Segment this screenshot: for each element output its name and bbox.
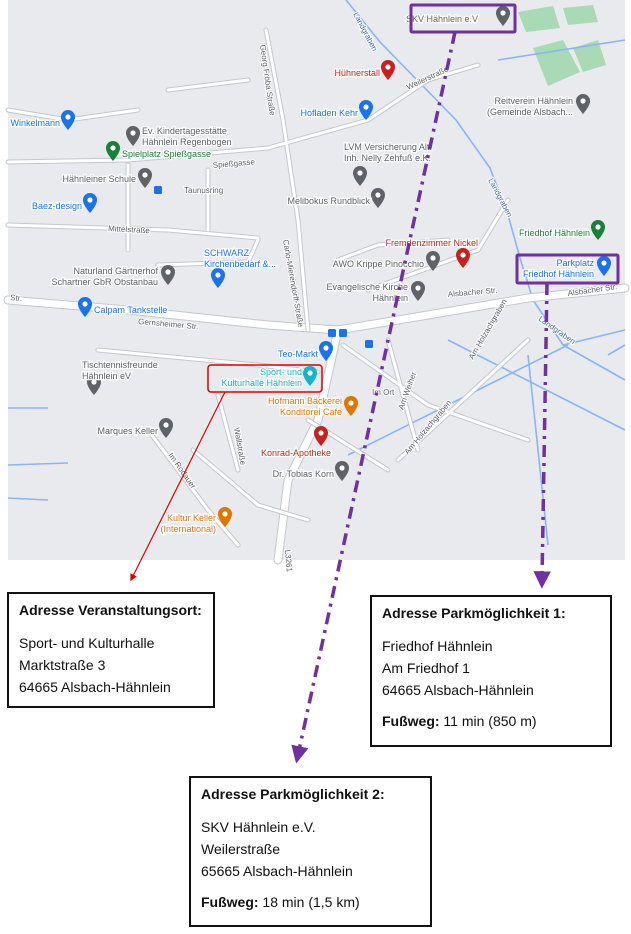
place-label: Calpam Tankstelle: [94, 305, 167, 315]
place-label: Hähnlein Regenbogen: [142, 137, 232, 147]
parking-icon: [597, 256, 611, 276]
location-pin-icon: [496, 6, 510, 26]
place-label: Baez-design: [32, 201, 82, 211]
place-label: Naturland Gärtnerhof: [73, 266, 158, 276]
parking2-address-box: Adresse Parkmöglichkeit 2: SKV Hähnlein …: [189, 776, 432, 927]
school-icon: [138, 168, 152, 188]
street-label-taunusring: Taunusring: [184, 186, 223, 195]
place-label: Dr. Tobias Korn: [273, 469, 334, 479]
parking2-line-3: 65665 Alsbach-Hähnlein: [201, 863, 353, 879]
school-icon: [126, 126, 140, 146]
street-label-str_left: Str.: [10, 293, 23, 303]
parking1-line-3: 64665 Alsbach-Hähnlein: [382, 682, 534, 698]
place-label: Spielplatz Spießgasse: [122, 149, 211, 159]
shopping-bag-icon: [61, 110, 75, 130]
place-label: Winkelmann: [10, 118, 60, 128]
place-label: Friedhof Hähnlein: [519, 228, 590, 238]
place-winkelmann[interactable]: Winkelmann: [9, 110, 75, 130]
place-label: Evangelische Kirche: [326, 282, 408, 292]
place-label: Hofladen Kehr: [300, 108, 358, 118]
parking2-walk-value: 18 min (1,5 km): [258, 894, 360, 910]
tree-icon: [106, 141, 120, 161]
parking2-title: Adresse Parkmöglichkeit 2:: [201, 786, 385, 802]
parking1-walk: Fußweg: 11 min (850 m): [382, 713, 600, 729]
parking1-walk-label: Fußweg:: [382, 713, 440, 729]
place-label: Kulturhalle Hähnlein: [221, 378, 302, 388]
street-label-l3261: L3261: [283, 549, 294, 572]
street-label-imort: Im Ort: [372, 388, 395, 397]
place-label: Ev. Kindertagesstätte: [142, 126, 227, 136]
venue-line-2: Marktstraße 3: [19, 657, 106, 673]
place-calpam[interactable]: Calpam Tankstelle: [78, 297, 169, 317]
green-areas: [518, 5, 606, 86]
place-label: LVM Versicherung Alt.: [344, 142, 432, 152]
parking1-title: Adresse Parkmöglichkeit 1:: [382, 605, 566, 621]
place-skv[interactable]: SKV Hähnlein e.V: [405, 6, 510, 26]
place-label: Teo-Markt: [278, 349, 319, 359]
location-pin-icon: [161, 265, 175, 285]
parking1-line-1: Friedhof Hähnlein: [382, 638, 493, 654]
street-label-mittelstr: Mittelstraße: [108, 224, 151, 235]
place-reitverein[interactable]: Reitverein Hähnlein(Gemeinde Alsbach...: [486, 94, 590, 118]
place-label: Konditorei Cafe: [280, 407, 342, 417]
place-label: Hähnlein eV: [82, 371, 131, 381]
place-label: Fremdenzimmer Nickel: [385, 238, 478, 248]
parking2-line-2: Weilerstraße: [201, 841, 281, 857]
place-label: Hühnerstall: [334, 68, 380, 78]
place-label: Hofmann Bäckerei: [268, 396, 342, 406]
place-spielplatz[interactable]: Spielplatz Spießgasse: [106, 141, 212, 161]
place-label: SCHWARZ: [204, 248, 250, 258]
place-label: Parkplatz: [556, 258, 594, 268]
fuel-icon: [78, 297, 92, 317]
place-label: Friedhof Hähnlein: [523, 269, 594, 279]
shopping-bag-icon: [83, 193, 97, 213]
place-label: Konrad-Apotheke: [261, 448, 331, 458]
venue-address-box: Adresse Veranstaltungsort: Sport- und Ku…: [7, 592, 215, 708]
place-label: Sport- und: [260, 367, 302, 377]
place-label: Kirchenbedarf &...: [204, 259, 276, 269]
place-label: Schartner GbR Obstanbau: [51, 277, 158, 287]
place-friedhof[interactable]: Friedhof Hähnlein: [518, 220, 605, 240]
parking2-walk: Fußweg: 18 min (1,5 km): [201, 894, 420, 910]
highlight-parkplatz: [515, 253, 620, 285]
bed-icon: [456, 248, 470, 268]
place-label: SKV Hähnlein e.V: [406, 14, 478, 24]
parking1-walk-value: 11 min (850 m): [439, 713, 537, 729]
place-baez[interactable]: Baez-design: [31, 193, 97, 213]
venue-title: Adresse Veranstaltungsort:: [19, 602, 202, 618]
cross-icon: [591, 220, 605, 240]
bus-stop-icon: [339, 329, 347, 337]
place-label: Marques Keller: [97, 426, 158, 436]
place-label: Kultur Keller: [167, 513, 216, 523]
place-label: Hähnleiner Schule: [62, 174, 136, 184]
bus-stop-icon: [328, 329, 336, 337]
place-label: Inh. Nelly Zehfuß e.K.: [344, 153, 431, 163]
venue-line-3: 64665 Alsbach-Hähnlein: [19, 679, 171, 695]
place-label: (Gemeinde Alsbach...: [487, 107, 573, 117]
place-label: AWO Krippe Pinocchio: [333, 259, 424, 269]
location-pin-icon: [576, 94, 590, 114]
highlight-skv: [409, 3, 517, 34]
parking1-line-2: Am Friedhof 1: [382, 660, 470, 676]
place-label: Reitverein Hähnlein: [494, 96, 573, 106]
location-pin-icon: [87, 375, 101, 395]
place-schule[interactable]: Hähnleiner Schule: [61, 168, 152, 188]
bus-stop-icon: [365, 340, 373, 348]
place-label: (International): [160, 524, 216, 534]
place-label: Tischtennisfreunde: [82, 360, 158, 370]
bus-stop-icon: [154, 186, 162, 194]
place-label: Melibokus Rundblick: [287, 196, 370, 206]
venue-line-1: Sport- und Kulturhalle: [19, 635, 155, 651]
shopping-bag-icon: [211, 268, 225, 288]
place-label: Hähnlein: [372, 293, 408, 303]
parking2-line-1: SKV Hähnlein e.V.: [201, 819, 316, 835]
parking1-address-box: Adresse Parkmöglichkeit 1: Friedhof Hähn…: [370, 595, 612, 747]
parking2-walk-label: Fußweg:: [201, 894, 259, 910]
